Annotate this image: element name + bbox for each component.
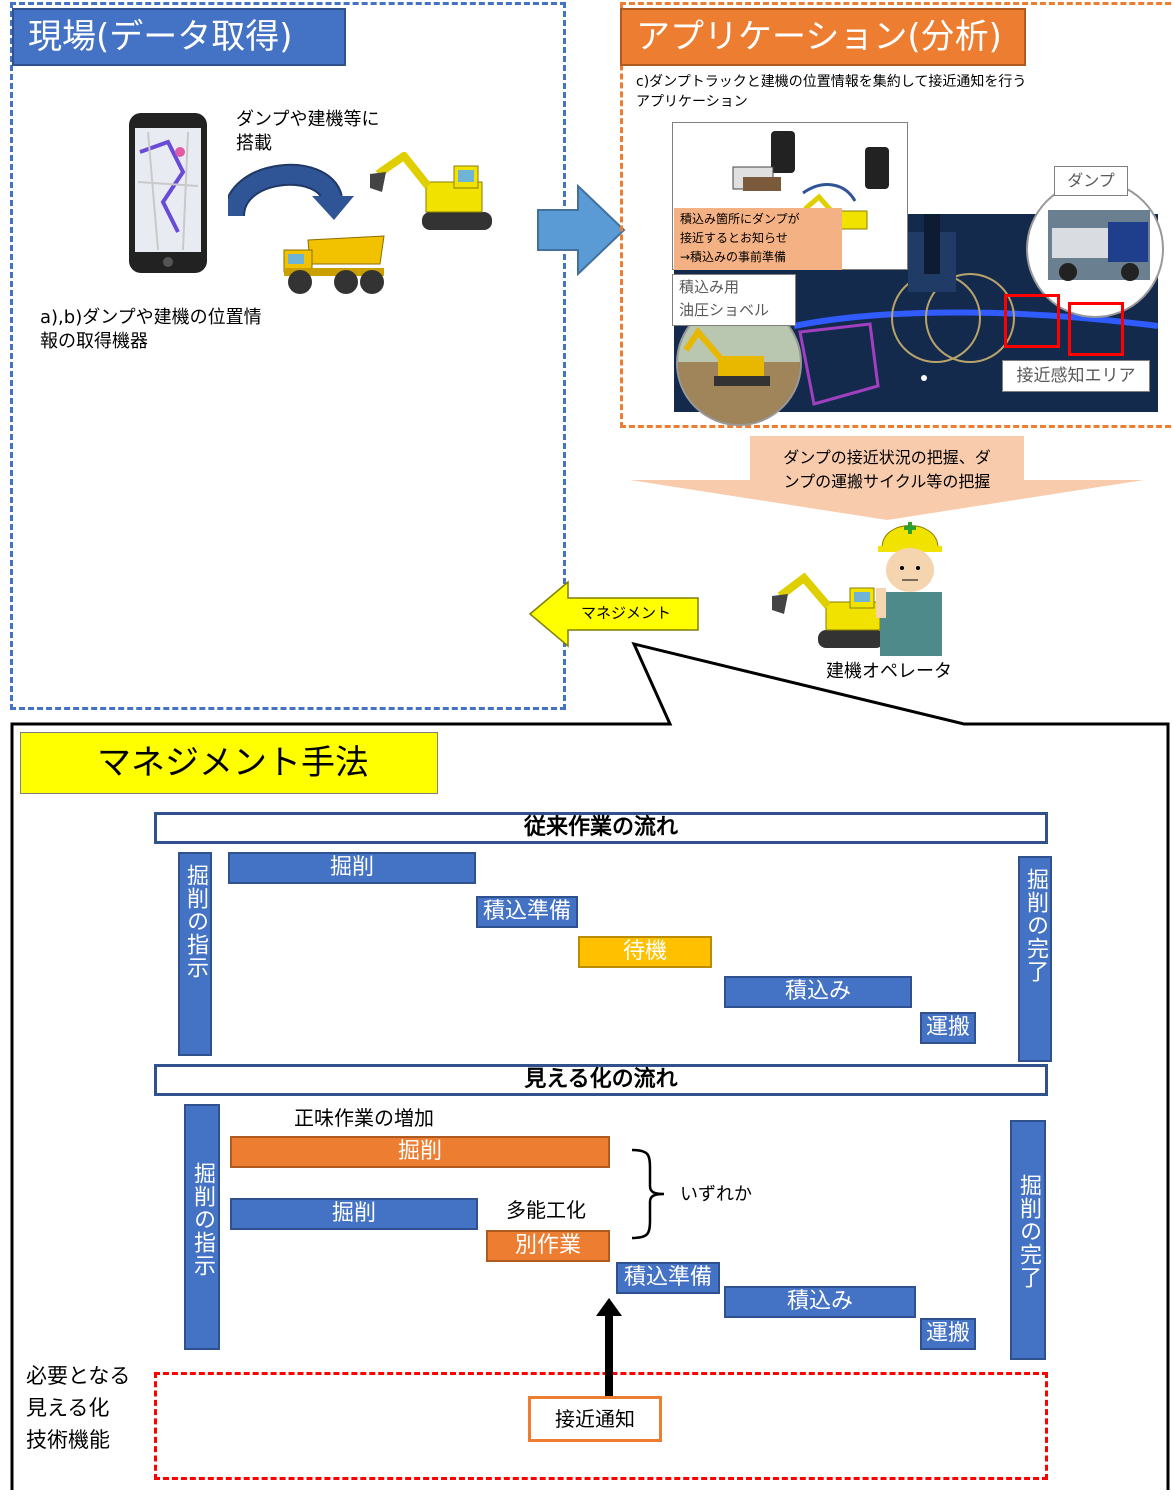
analysis-arrow-icon: [630, 436, 1144, 520]
dump-label: ダンプ: [1054, 166, 1128, 196]
flow-arrow-right-icon: [536, 183, 626, 277]
net-increase-label: 正味作業の増加: [294, 1106, 434, 1130]
method-title: マネジメント手法: [20, 732, 438, 794]
detection-zone-2: [1068, 302, 1124, 356]
conv-step-loading: 積込み: [724, 976, 912, 1008]
visualized-start: 掘削の指示: [184, 1104, 220, 1350]
visualized-header: 見える化の流れ: [154, 1064, 1048, 1096]
mount-label: ダンプや建機等に 搭載: [236, 109, 380, 154]
analysis-text: ダンプの接近状況の把握、ダ ンプの運搬サイクル等の把握: [783, 448, 991, 491]
either-label: いずれか: [680, 1184, 752, 1205]
vis-excavation: 掘削: [230, 1198, 478, 1230]
up-arrow-icon: [594, 1298, 624, 1398]
operator-label: 建機オペレータ: [826, 661, 952, 682]
app-panel: [620, 2, 1172, 428]
app-title: アプリケーション(分析): [620, 8, 1026, 66]
area-label: 接近感知エリア: [1002, 360, 1150, 392]
conv-step-hauling: 運搬: [920, 1012, 976, 1044]
either-brace-icon: [628, 1146, 668, 1242]
operator-excavator-icon: [770, 572, 890, 652]
vis-other-work: 別作業: [486, 1230, 610, 1262]
conv-step-prep: 積込準備: [476, 896, 578, 928]
vis-excavation-extended: 掘削: [230, 1136, 610, 1168]
approach-notice: 積込み箇所にダンプが 接近するとお知らせ →積込みの事前準備: [674, 208, 842, 270]
required-label: 必要となる 見える化 技術機能: [26, 1364, 131, 1452]
management-arrow-icon: [528, 580, 700, 648]
callout-outline: [0, 640, 1172, 1492]
vis-prep: 積込準備: [616, 1262, 720, 1294]
field-title: 現場(データ取得): [12, 8, 346, 66]
management-arrow-label: マネジメント: [580, 604, 671, 622]
dump-truck-icon: [280, 234, 390, 296]
conventional-start: 掘削の指示: [178, 852, 212, 1056]
visualized-end: 掘削の完了: [1010, 1120, 1046, 1360]
vis-hauling: 運搬: [920, 1318, 976, 1350]
conventional-end: 掘削の完了: [1018, 856, 1052, 1062]
notification-box: 接近通知: [528, 1396, 662, 1442]
vis-loading: 積込み: [724, 1286, 916, 1318]
device-caption: a),b)ダンプや建機の位置情 報の取得機器: [40, 307, 262, 352]
field-panel: [10, 2, 566, 710]
required-area: [154, 1372, 1048, 1480]
smartphone-icon: [128, 112, 208, 274]
curved-arrow-icon: [223, 158, 360, 238]
conv-step-waiting: 待機: [578, 936, 712, 968]
operator-icon: [872, 518, 948, 656]
excavator-icon: [366, 150, 496, 234]
conventional-header: 従来作業の流れ: [154, 812, 1048, 844]
multiskill-label: 多能工化: [506, 1198, 586, 1222]
shovel-label: 積込み用 油圧ショベル: [672, 274, 796, 326]
app-description: c)ダンプトラックと建機の位置情報を集約して接近通知を行う アプリケーション: [636, 74, 1027, 110]
conv-step-excavation: 掘削: [228, 852, 476, 884]
detection-zone-1: [1004, 294, 1060, 348]
